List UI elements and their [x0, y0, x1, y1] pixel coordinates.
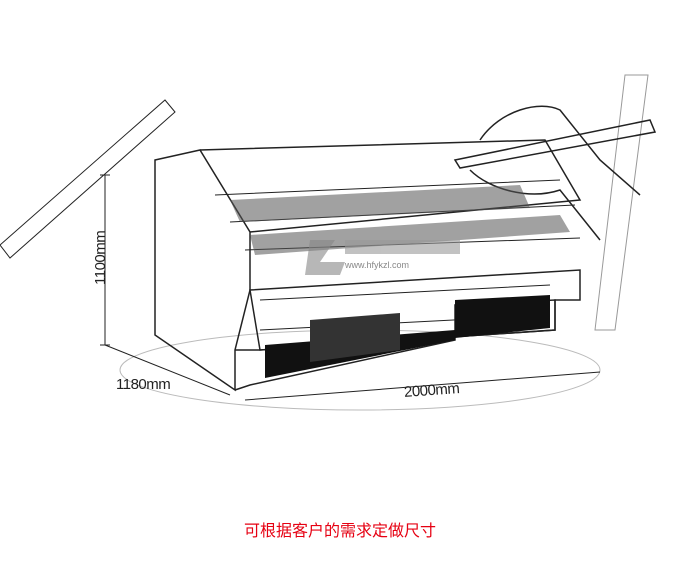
ruler-right — [594, 74, 649, 331]
custom-size-caption: 可根据客户的需求定做尺寸 — [243, 523, 436, 540]
ruler-left — [0, 99, 176, 259]
cabinet-top — [199, 139, 582, 233]
vent-grilles — [265, 295, 550, 378]
depth-dimension-label: 1180mm — [116, 376, 171, 393]
watermark-logo — [305, 240, 460, 275]
height-dimension-label: 1100mm — [92, 230, 109, 285]
watermark-url: www.hfykzl.com — [344, 260, 409, 270]
cabinet-side — [154, 149, 251, 392]
pencil — [453, 119, 657, 169]
